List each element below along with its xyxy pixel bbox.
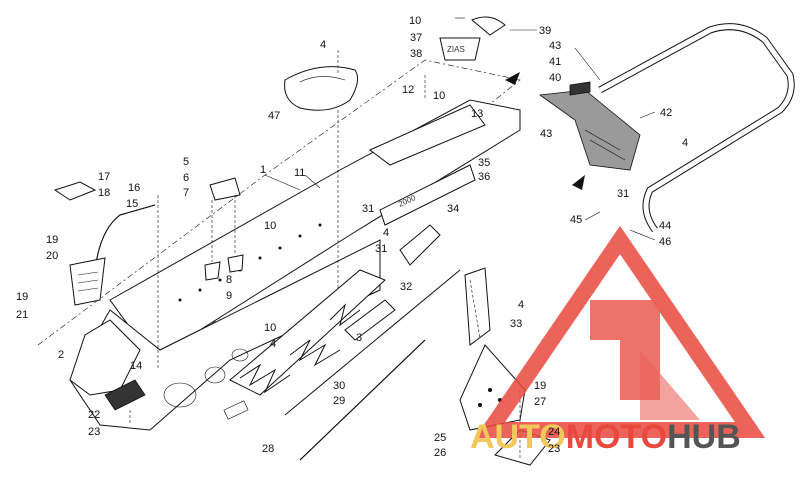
callout-c14: 14 (130, 360, 142, 372)
front-bracket (69, 319, 141, 396)
callout-c42: 42 (660, 107, 672, 119)
callout-c38: 38 (410, 48, 422, 60)
callout-c4e: 4 (682, 137, 688, 149)
callout-c36: 36 (478, 171, 490, 183)
callout-c44: 44 (659, 220, 671, 232)
callout-c29: 29 (333, 395, 345, 407)
arrow-marker (505, 72, 520, 85)
callout-c23a: 23 (88, 426, 100, 438)
callout-c19a: 19 (46, 234, 58, 246)
arrow-marker (572, 175, 585, 190)
callout-c31c: 31 (617, 188, 629, 200)
bracket-32 (399, 224, 441, 266)
watermark-moto: MOTO (566, 418, 667, 456)
callout-c37: 37 (410, 32, 422, 44)
callout-c1: 1 (260, 164, 266, 176)
rear-cap-parts: ZIAS (439, 16, 506, 61)
running-board-truss (229, 269, 386, 396)
watermark-hub: HUB (667, 418, 741, 456)
callout-c21: 21 (16, 309, 28, 321)
callout-c46: 46 (659, 236, 671, 248)
callout-c13: 13 (471, 108, 483, 120)
callout-c43b: 43 (540, 128, 552, 140)
watermark-logo (474, 225, 766, 438)
callout-c10b: 10 (433, 90, 445, 102)
callout-c10a: 10 (409, 15, 421, 27)
callout-c10c: 10 (264, 220, 276, 232)
rear-bumper (598, 23, 795, 233)
side-panel (464, 267, 491, 346)
svg-text:ZIAS: ZIAS (447, 45, 465, 54)
callout-c4a: 4 (320, 39, 326, 51)
callout-c6: 6 (183, 172, 189, 184)
snow-flap (538, 81, 641, 171)
seat-cushion (284, 66, 359, 111)
callout-c4d: 4 (518, 299, 524, 311)
callout-c23b: 23 (548, 443, 560, 455)
callout-c4c: 4 (270, 338, 276, 350)
pad (53, 181, 97, 201)
rail-bars (284, 269, 461, 461)
callout-labels: 1 2 3 4 4 4 4 4 5 6 7 8 9 10 10 10 10 11… (16, 15, 688, 459)
callout-c33: 33 (510, 318, 522, 330)
watermark-text: AUTOMOTOHUB (470, 418, 741, 456)
callout-c31b: 31 (375, 243, 387, 255)
callout-c34: 34 (447, 203, 459, 215)
tunnel-assembly: 2000 (37, 59, 521, 431)
callout-c40: 40 (549, 72, 561, 84)
callout-c4b: 4 (383, 227, 389, 239)
callout-c9: 9 (226, 290, 232, 302)
callout-c15: 15 (126, 198, 138, 210)
leader-lines (129, 17, 656, 460)
grab-handle (69, 204, 156, 306)
callout-c7: 7 (183, 187, 189, 199)
callout-c27: 27 (534, 396, 546, 408)
callout-c16: 16 (128, 182, 140, 194)
callout-c28: 28 (262, 443, 274, 455)
callout-c12: 12 (402, 84, 414, 96)
callout-c45: 45 (570, 214, 582, 226)
callout-c25: 25 (434, 432, 446, 444)
callout-c39: 39 (539, 25, 551, 37)
callout-c35: 35 (478, 157, 490, 169)
callout-c2: 2 (58, 349, 64, 361)
callout-c47: 47 (268, 110, 280, 122)
callout-c41: 41 (549, 56, 561, 68)
watermark-auto: AUTO (470, 418, 566, 456)
mount-plate (104, 379, 146, 411)
callout-c19c: 19 (534, 380, 546, 392)
callout-c5: 5 (183, 156, 189, 168)
callout-c10d: 10 (264, 322, 276, 334)
callout-c19b: 19 (16, 291, 28, 303)
callout-c32: 32 (400, 281, 412, 293)
callout-c22: 22 (88, 409, 100, 421)
callout-c43a: 43 (549, 40, 561, 52)
callout-c3: 3 (356, 332, 362, 344)
callout-c26: 26 (434, 447, 446, 459)
callout-c20: 20 (46, 250, 58, 262)
callout-c18: 18 (98, 187, 110, 199)
callout-c17: 17 (98, 171, 110, 183)
callout-c30: 30 (333, 380, 345, 392)
small-brackets (204, 177, 244, 281)
callout-c24: 24 (548, 426, 560, 438)
callout-c8: 8 (226, 274, 232, 286)
bracket-3 (344, 299, 396, 341)
callout-c31a: 31 (362, 203, 374, 215)
callout-c11: 11 (294, 167, 305, 179)
